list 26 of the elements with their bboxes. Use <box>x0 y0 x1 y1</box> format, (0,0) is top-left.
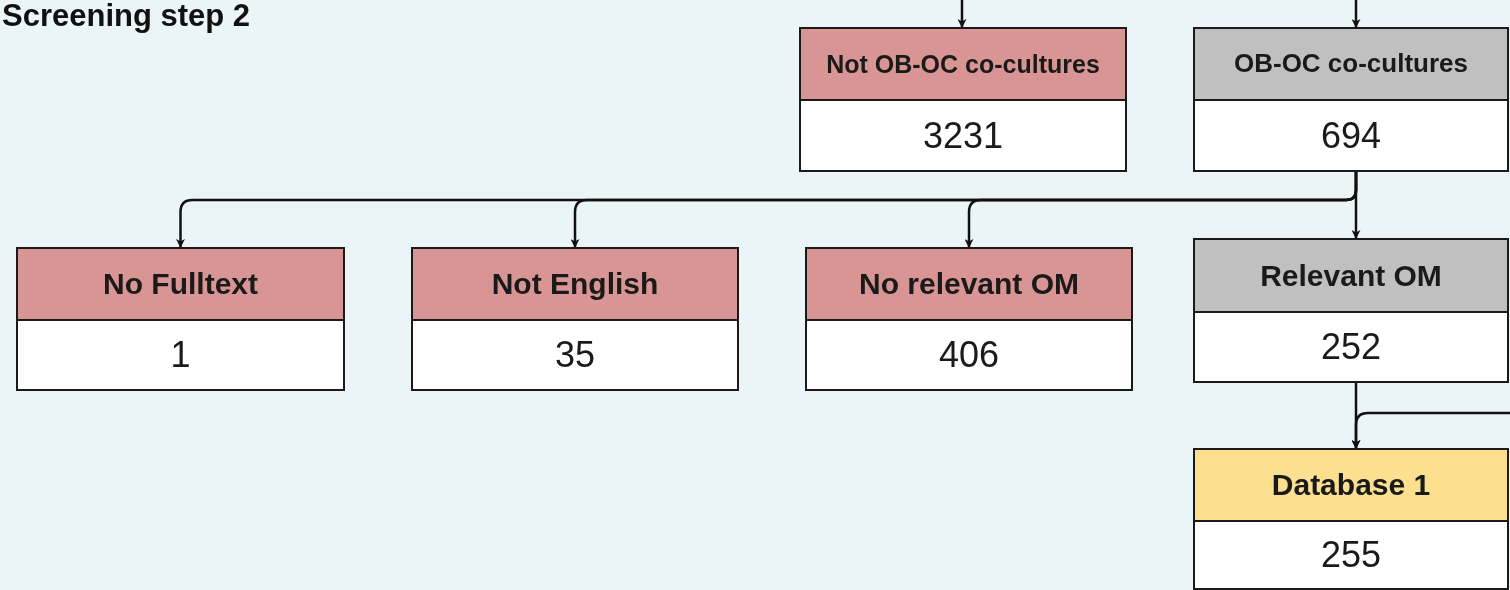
count-value: 35 <box>553 333 596 377</box>
arrow <box>1351 172 1361 239</box>
count-value: 406 <box>937 333 1001 377</box>
box-heading: No relevant OM <box>807 249 1131 321</box>
flow-box <box>1193 27 1509 172</box>
flow-box <box>805 247 1133 391</box>
count-value: 252 <box>1319 325 1383 369</box>
arrow <box>1351 411 1510 449</box>
arrow <box>1351 0 1361 28</box>
box-heading: Not OB-OC co-cultures <box>801 29 1125 101</box>
count-value: 694 <box>1319 113 1383 158</box>
box-heading: Relevant OM <box>1195 240 1507 313</box>
box-heading: Database 1 <box>1195 450 1507 522</box>
flow-box <box>799 27 1127 172</box>
box-heading: No Fulltext <box>18 249 343 321</box>
arrow <box>957 0 967 28</box>
count-value: 255 <box>1319 533 1383 577</box>
count-value: 1 <box>169 333 192 377</box>
flow-box <box>411 247 739 391</box>
count-value: 3231 <box>921 113 1005 158</box>
box-heading: OB-OC co-cultures <box>1195 29 1507 101</box>
box-heading: Not English <box>413 249 737 321</box>
diagram-title: Screening step 2 <box>2 0 251 31</box>
flow-box <box>1193 448 1509 590</box>
flow-box <box>16 247 345 391</box>
flow-box <box>1193 238 1509 383</box>
